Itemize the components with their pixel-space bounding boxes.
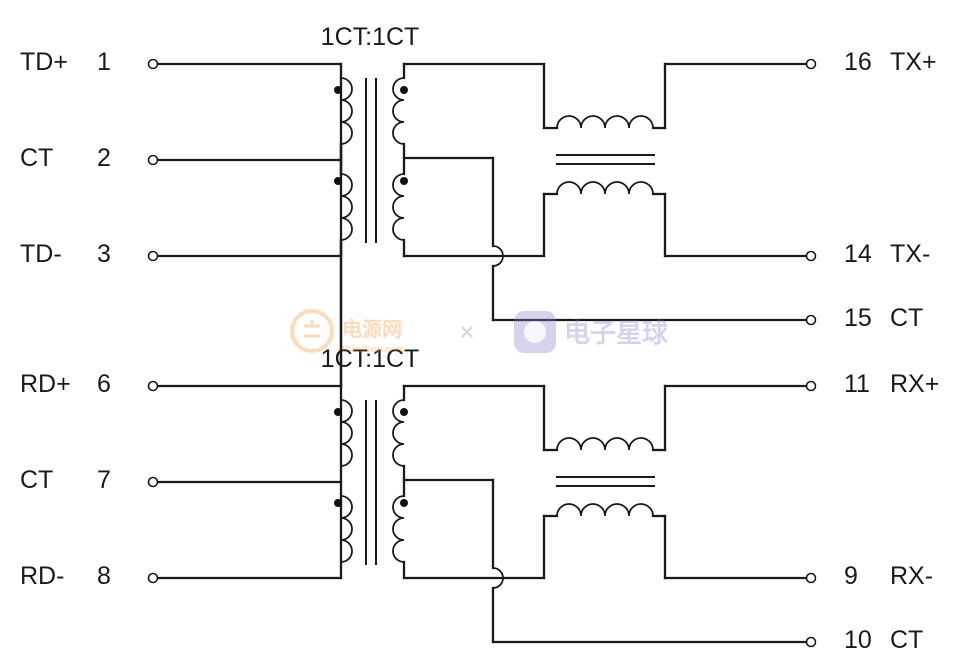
watermark-logo-icon <box>290 309 334 353</box>
transformer-core <box>365 400 377 565</box>
polarity-dot <box>400 177 408 185</box>
right-pin-number: 16 <box>844 48 872 76</box>
primary-coil-upper <box>340 77 353 145</box>
right-pin-name: RX- <box>890 562 933 590</box>
pin-terminal <box>805 314 817 326</box>
right-pin-number: 10 <box>844 626 872 654</box>
left-pin-number: 3 <box>97 240 111 268</box>
watermark-separator: × <box>460 319 474 346</box>
pin-terminal <box>147 476 159 488</box>
choke-coil-upper <box>556 437 654 451</box>
secondary-coil-lower <box>392 495 405 563</box>
pin-terminal <box>805 58 817 70</box>
transformer-ratio-label: 1CT:1CT <box>321 23 420 51</box>
pin-terminal <box>805 250 817 262</box>
right-pin-name: CT <box>890 626 923 654</box>
transformer-core <box>365 78 377 243</box>
secondary-winding: 11 RX+ 9 RX- 10 CT <box>334 370 939 654</box>
watermark-logo2: 电子星球 <box>564 318 669 348</box>
primary-coil-lower <box>340 495 353 563</box>
choke-coil-lower <box>556 181 654 195</box>
secondary-winding: 16 TX+ 14 TX- 15 CT <box>334 48 937 332</box>
left-pin-name: RD+ <box>20 370 71 398</box>
crossover-hop <box>492 567 504 589</box>
left-pin-name: TD+ <box>20 48 68 76</box>
transformer-ratio-label: 1CT:1CT <box>321 345 420 373</box>
right-pin-number: 9 <box>844 562 858 590</box>
right-pin-name: TX- <box>890 240 930 268</box>
left-pin-name: CT <box>20 466 53 494</box>
polarity-dot <box>334 499 342 507</box>
pin-terminal <box>147 58 159 70</box>
pin-terminal <box>805 380 817 392</box>
choke-coil-lower <box>556 503 654 517</box>
right-pin-name: TX+ <box>890 48 937 76</box>
watermark-logo1-sub: DianYuan.com <box>342 344 404 354</box>
left-pin-name: CT <box>20 144 53 172</box>
planet-icon <box>514 311 556 353</box>
pin-terminal <box>147 572 159 584</box>
left-pin-number: 6 <box>97 370 111 398</box>
pin-terminal <box>147 250 159 262</box>
pin-terminal <box>805 572 817 584</box>
right-pin-number: 15 <box>844 304 872 332</box>
polarity-dot <box>400 408 408 416</box>
pin-terminal <box>147 154 159 166</box>
left-pin-number: 7 <box>97 466 111 494</box>
watermark-logo1: 电源网 <box>342 318 402 341</box>
pin-terminal <box>805 636 817 648</box>
polarity-dot <box>334 408 342 416</box>
secondary-coil-lower <box>392 173 405 241</box>
choke-coil-upper <box>556 115 654 129</box>
left-pin-name: RD- <box>20 562 64 590</box>
right-pin-number: 11 <box>844 370 870 398</box>
left-pin-number: 8 <box>97 562 111 590</box>
right-pin-number: 14 <box>844 240 872 268</box>
pin-terminal <box>147 380 159 392</box>
crossover-hop <box>492 245 504 267</box>
secondary-coil-upper <box>392 77 405 145</box>
watermark: 电源网 DianYuan.com × 电子星球 <box>290 309 669 354</box>
polarity-dot <box>400 86 408 94</box>
left-pin-name: TD- <box>20 240 62 268</box>
right-pin-name: RX+ <box>890 370 939 398</box>
primary-coil-upper <box>340 399 353 467</box>
left-pin-number: 2 <box>97 144 111 172</box>
primary-coil-lower <box>340 173 353 241</box>
transformer-block-1: 1CT:1CT TD+ 1CT 2TD- 3 16 TX+ 14 TX- 15 CT <box>20 23 937 332</box>
polarity-dot <box>400 499 408 507</box>
right-pin-name: CT <box>890 304 923 332</box>
left-pin-number: 1 <box>97 48 111 76</box>
secondary-coil-upper <box>392 399 405 467</box>
